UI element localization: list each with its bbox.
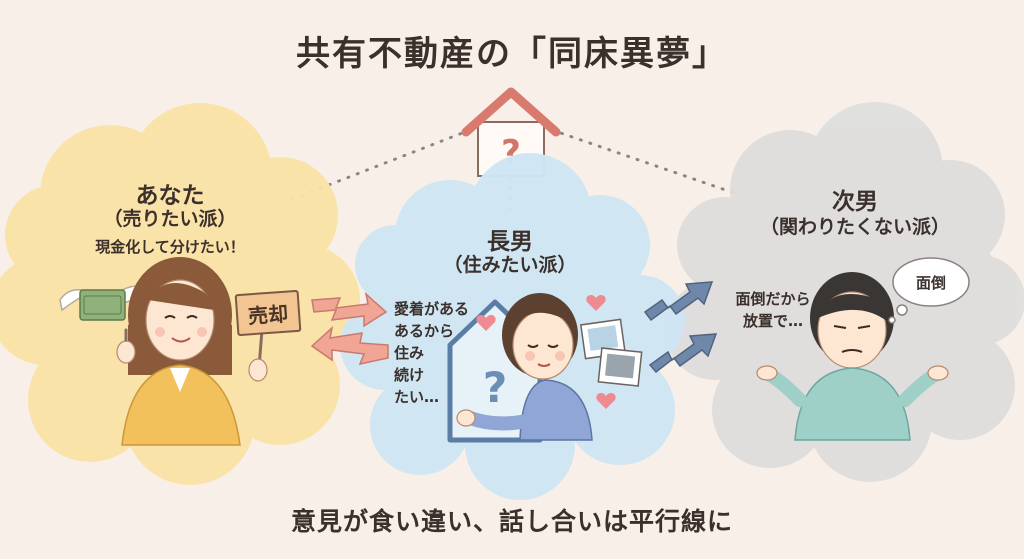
second-son-name: 次男 — [832, 189, 878, 215]
eldest-quote-line: たい… — [394, 388, 440, 406]
you-figure — [59, 257, 268, 446]
photo-frames-icon — [579, 318, 643, 387]
heart-icons — [476, 295, 616, 409]
sell-sign: 売却 — [234, 289, 302, 337]
second-son-quote: 面倒だから 放置で… — [718, 288, 828, 332]
eldest-quote-line: 愛着がある — [394, 300, 470, 318]
second-son-figure — [756, 272, 949, 441]
you-name: あなた — [135, 183, 205, 209]
you-camp: （売りたい派） — [103, 208, 237, 230]
eldest-son-figure: ? — [447, 293, 593, 443]
eldest-quote-line: 住み — [394, 344, 425, 362]
conflict-arrows — [310, 291, 389, 366]
eldest-quote: 愛着がある あるから 住み 続け たい… — [394, 298, 504, 408]
eldest-name: 長男 — [487, 229, 533, 255]
eldest-quote-line: 続け — [394, 366, 425, 384]
eldest-quote-line: あるから — [394, 322, 455, 340]
thought-text: 面倒 — [915, 273, 946, 292]
footer-caption: 意見が食い違い、話し合いは平行線に — [290, 507, 733, 536]
eldest-son-cloud — [340, 153, 685, 500]
page-title: 共有不動産の「同床異夢」 — [296, 34, 728, 74]
second-son-quote-line: 放置で… — [742, 312, 803, 330]
you-quote: 現金化して分けたい！ — [95, 238, 245, 256]
thought-bubble — [888, 257, 970, 324]
eldest-house-question-mark: ? — [483, 363, 507, 412]
second-son-camp: （関わりたくない派） — [759, 216, 950, 238]
you-cloud — [0, 103, 360, 485]
avoidance-arrows — [643, 281, 718, 374]
eldest-camp: （住みたい派） — [443, 254, 577, 276]
second-son-quote-line: 面倒だから — [735, 290, 811, 308]
